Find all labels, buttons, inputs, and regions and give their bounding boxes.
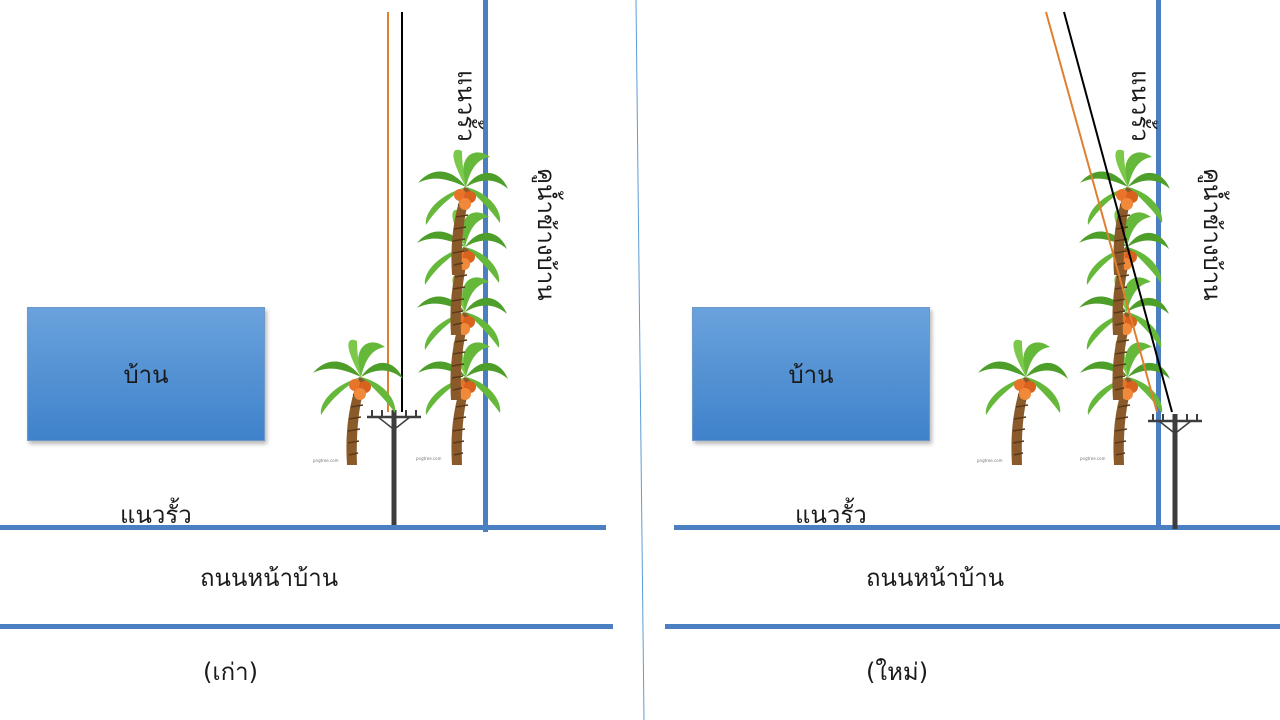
- image-credit: pngtree.com: [313, 458, 339, 463]
- road-label: ถนนหน้าบ้าน: [866, 564, 1005, 592]
- image-credit: pngtree.com: [416, 456, 442, 461]
- panel-divider: [635, 0, 645, 720]
- side-fence-line: [1156, 0, 1161, 530]
- panel-caption-new: (ใหม่): [866, 658, 929, 686]
- road-edge-line: [0, 624, 613, 629]
- house-label: บ้าน: [123, 360, 169, 389]
- house-label: บ้าน: [788, 360, 834, 389]
- palm-tree: [312, 338, 404, 466]
- utility-pole: [367, 410, 421, 525]
- front-fence-line: [674, 525, 1280, 530]
- road-edge-line: [665, 624, 1280, 629]
- black-wire: [1063, 11, 1173, 413]
- image-credit: pngtree.com: [977, 458, 1003, 463]
- ditch-label: คูน้ำข้างบ้าน: [1198, 168, 1226, 301]
- side-fence-label: แนวรั้ว: [1126, 70, 1154, 142]
- panel-caption-old: (เก่า): [203, 658, 258, 686]
- palm-tree: [977, 338, 1069, 466]
- front-fence-label: แนวรั้ว: [795, 501, 867, 529]
- image-credit: pngtree.com: [1080, 456, 1106, 461]
- front-fence-label: แนวรั้ว: [120, 501, 192, 529]
- road-label: ถนนหน้าบ้าน: [200, 564, 339, 592]
- house: บ้าน: [692, 307, 930, 441]
- orange-wire: [1045, 11, 1158, 413]
- ditch-label: คูน้ำข้างบ้าน: [532, 168, 560, 301]
- side-fence-label: แนวรั้ว: [452, 70, 480, 142]
- palm-tree: [417, 338, 509, 466]
- house: บ้าน: [27, 307, 265, 441]
- front-fence-line: [0, 525, 606, 530]
